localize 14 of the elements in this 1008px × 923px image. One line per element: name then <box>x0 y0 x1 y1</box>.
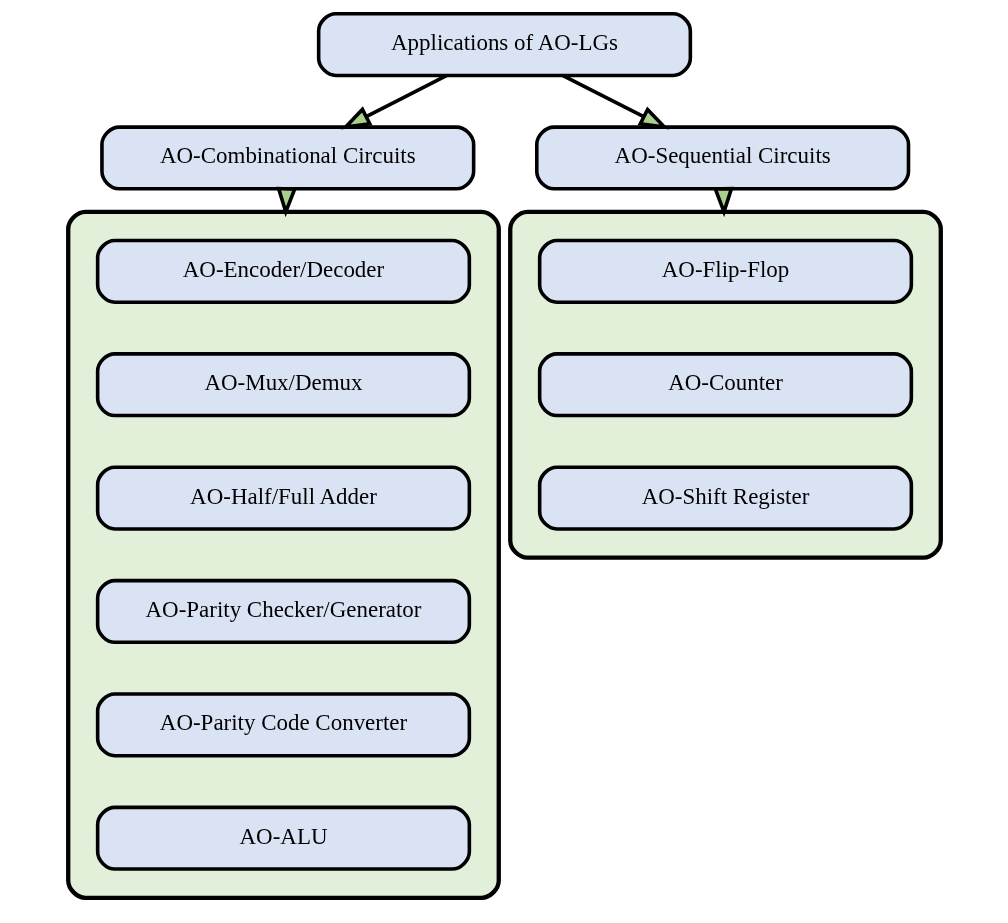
cluster <box>65 209 501 900</box>
node-box: AO-Shift Register <box>537 465 913 531</box>
arrow <box>561 74 669 130</box>
node-box: AO-ALU <box>95 805 471 871</box>
node-box: Applications of AO-LGs <box>316 11 692 78</box>
node-box: AO-Mux/Demux <box>95 352 471 418</box>
node-box: AO-Parity Code Converter <box>95 692 471 758</box>
node-box: AO-Parity Checker/Generator <box>95 578 471 645</box>
arrow <box>340 74 447 130</box>
node-box: AO-Counter <box>537 352 913 418</box>
node-box: AO-Half/Full Adder <box>95 465 471 531</box>
node-box: AO-Encoder/Decoder <box>95 238 471 304</box>
node-box: AO-Flip-Flop <box>537 238 913 304</box>
cluster <box>507 209 943 560</box>
